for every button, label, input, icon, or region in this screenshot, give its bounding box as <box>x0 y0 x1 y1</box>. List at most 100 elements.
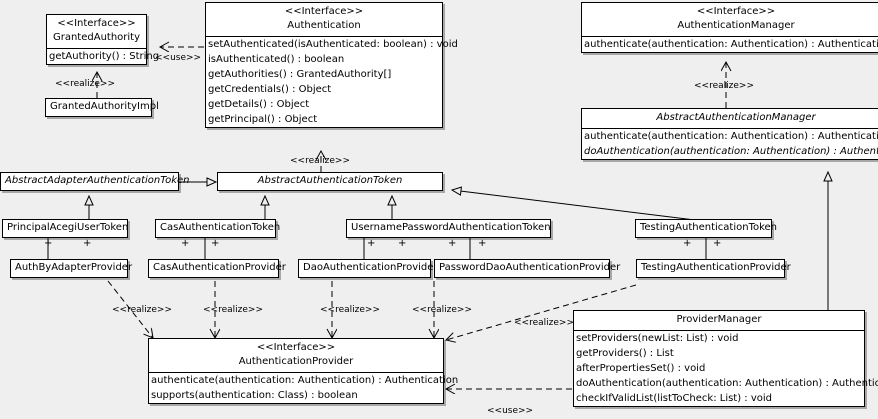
class-header: AbstractAuthenticationToken <box>218 173 442 190</box>
class-header: AuthByAdapterProvider <box>11 260 133 277</box>
class-dao-authentication-provider[interactable]: DaoAuthenticationProvider <box>298 259 438 278</box>
class-member: getPrincipal() : Object <box>208 114 318 125</box>
class-abstract-authentication-token[interactable]: AbstractAuthenticationToken <box>217 172 443 191</box>
class-name: UsernamePasswordAuthenticationToken <box>351 222 551 233</box>
class-provider-manager[interactable]: ProviderManager setProviders(newList: Li… <box>573 310 878 407</box>
multiplicity-plus: + <box>367 238 376 249</box>
class-header: DaoAuthenticationProvider <box>299 260 438 277</box>
edge-label-realize: <<realize>> <box>290 156 350 166</box>
multiplicity-plus: + <box>683 238 692 249</box>
class-stereotype: <<Interface>> <box>284 6 364 17</box>
class-authentication-manager[interactable]: <<Interface>> AuthenticationManager auth… <box>581 2 878 53</box>
class-members: setAuthenticated(isAuthenticated: boolea… <box>206 36 458 127</box>
class-member: setAuthenticated(isAuthenticated: boolea… <box>208 39 458 50</box>
class-member: setProviders(newList: List) : void <box>576 333 739 344</box>
class-member: getAuthorities() : GrantedAuthority[] <box>208 69 392 80</box>
class-cas-authentication-provider[interactable]: CasAuthenticationProvider <box>148 259 286 278</box>
class-testing-authentication-provider[interactable]: TestingAuthenticationProvider <box>636 259 791 278</box>
class-name: CasAuthenticationToken <box>160 222 281 233</box>
class-header: UsernamePasswordAuthenticationToken <box>347 220 551 237</box>
class-abstract-authentication-manager[interactable]: AbstractAuthenticationManager authentica… <box>581 108 878 160</box>
class-authentication-provider[interactable]: <<Interface>> AuthenticationProvider aut… <box>148 338 459 404</box>
class-abstract-adapter-authentication-token[interactable]: AbstractAdapterAuthenticationToken <box>0 172 190 191</box>
class-header: AbstractAuthenticationManager <box>582 109 878 128</box>
class-name: AuthenticationManager <box>677 20 795 31</box>
class-name: PasswordDaoAuthenticationProvider <box>439 262 621 273</box>
edge-label-use: <<use>> <box>155 53 202 63</box>
class-header: <<Interface>> Authentication <box>206 3 442 36</box>
class-member: isAuthenticated() : boolean <box>208 54 345 65</box>
class-name: AbstractAuthenticationToken <box>257 175 403 186</box>
class-header: AbstractAdapterAuthenticationToken <box>1 173 190 190</box>
edge-label-realize: <<realize>> <box>203 305 263 315</box>
edge-label-realize: <<realize>> <box>412 305 472 315</box>
class-name: DaoAuthenticationProvider <box>303 262 438 273</box>
class-header: TestingAuthenticationProvider <box>637 260 791 277</box>
class-name: GrantedAuthorityImpl <box>50 101 159 112</box>
class-name: AuthByAdapterProvider <box>15 262 133 273</box>
class-name: TestingAuthenticationProvider <box>641 262 791 273</box>
class-header: <<Interface>> AuthenticationProvider <box>149 339 443 372</box>
class-principal-acegi-user-token[interactable]: PrincipalAcegiUserToken <box>2 219 128 238</box>
class-member: checkIfValidList(listToCheck: List) : vo… <box>576 393 773 404</box>
edge-testingauthenticationtoken-extends-abstractauthenticationtoken <box>450 186 696 221</box>
edge-label-use: <<use>> <box>487 406 534 416</box>
class-stereotype: <<Interface>> <box>57 18 136 29</box>
class-stereotype: <<Interface>> <box>256 342 336 353</box>
class-name: GrantedAuthority <box>52 32 141 43</box>
edge-label-realize: <<realize>> <box>112 305 172 315</box>
class-header: TestingAuthenticationToken <box>636 220 778 237</box>
multiplicity-plus: + <box>211 238 220 249</box>
class-members: getAuthority() : String <box>47 48 160 64</box>
class-name: AuthenticationProvider <box>238 356 354 367</box>
multiplicity-plus: + <box>44 238 53 249</box>
class-name: AbstractAdapterAuthenticationToken <box>5 175 190 186</box>
class-header: CasAuthenticationProvider <box>149 260 286 277</box>
multiplicity-plus: + <box>713 238 722 249</box>
class-members: authenticate(authentication: Authenticat… <box>149 372 459 403</box>
class-name: AbstractAuthenticationManager <box>656 112 816 123</box>
class-cas-authentication-token[interactable]: CasAuthenticationToken <box>155 219 281 238</box>
multiplicity-plus: + <box>448 238 457 249</box>
class-header: <<Interface>> AuthenticationManager <box>582 3 878 36</box>
multiplicity-plus: + <box>478 238 487 249</box>
multiplicity-plus: + <box>181 238 190 249</box>
class-member: authenticate(authentication: Authenticat… <box>584 39 878 50</box>
class-granted-authority-impl[interactable]: GrantedAuthorityImpl <box>45 98 159 117</box>
class-member: doAuthentication(authentication: Authent… <box>584 146 878 157</box>
multiplicity-plus: + <box>83 238 92 249</box>
class-header: PasswordDaoAuthenticationProvider <box>435 260 621 277</box>
class-member: supports(authentication: Class) : boolea… <box>151 390 358 401</box>
class-name: CasAuthenticationProvider <box>153 262 286 273</box>
class-member: getAuthority() : String <box>49 51 160 62</box>
class-name: PrincipalAcegiUserToken <box>7 222 129 233</box>
class-members: setProviders(newList: List) : void getPr… <box>574 330 878 406</box>
class-header: ProviderManager <box>574 311 864 330</box>
class-authentication[interactable]: <<Interface>> Authentication setAuthenti… <box>205 2 458 128</box>
class-header: GrantedAuthorityImpl <box>46 99 159 116</box>
class-name: TestingAuthenticationToken <box>640 222 778 233</box>
class-stereotype: <<Interface>> <box>696 6 776 17</box>
class-header: PrincipalAcegiUserToken <box>3 220 129 237</box>
edge-label-realize: <<realize>> <box>514 318 574 328</box>
edge-label-realize: <<realize>> <box>55 79 115 89</box>
class-username-password-authentication-token[interactable]: UsernamePasswordAuthenticationToken <box>346 219 551 238</box>
class-members: authenticate(authentication: Authenticat… <box>582 128 878 159</box>
class-member: getDetails() : Object <box>208 99 310 110</box>
class-member: authenticate(authentication: Authenticat… <box>584 131 878 142</box>
class-member: authenticate(authentication: Authenticat… <box>151 375 459 386</box>
class-granted-authority[interactable]: <<Interface>> GrantedAuthority getAuthor… <box>46 14 160 65</box>
class-member: getProviders() : List <box>576 348 674 359</box>
class-name: Authentication <box>287 20 361 31</box>
class-header: CasAuthenticationToken <box>156 220 281 237</box>
class-password-dao-authentication-provider[interactable]: PasswordDaoAuthenticationProvider <box>434 259 621 278</box>
class-members: authenticate(authentication: Authenticat… <box>582 36 878 52</box>
class-auth-by-adapter-provider[interactable]: AuthByAdapterProvider <box>10 259 133 278</box>
class-member: getCredentials() : Object <box>208 84 332 95</box>
class-testing-authentication-token[interactable]: TestingAuthenticationToken <box>635 219 778 238</box>
edge-label-realize: <<realize>> <box>320 305 380 315</box>
multiplicity-plus: + <box>398 238 407 249</box>
class-member: doAuthentication(authentication: Authent… <box>576 378 878 389</box>
edge-label-realize: <<realize>> <box>694 81 754 91</box>
